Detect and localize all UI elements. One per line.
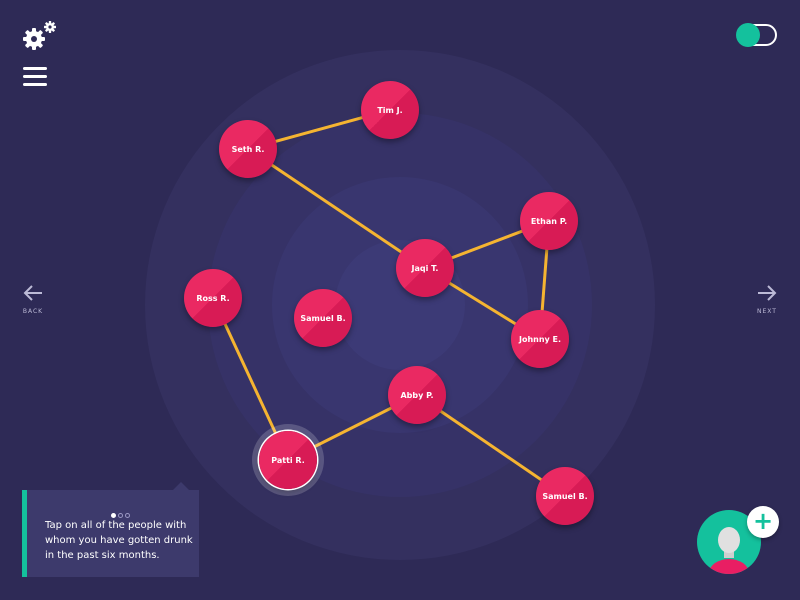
- person-name: Samuel B.: [542, 491, 588, 501]
- person-name: Samuel B.: [300, 313, 346, 323]
- page-dot[interactable]: [125, 513, 130, 518]
- gears-icon: [23, 21, 56, 50]
- person-node-patti[interactable]: Patti R.: [259, 431, 317, 489]
- person-node-jaqi[interactable]: Jaqi T.: [396, 239, 454, 297]
- add-person-button[interactable]: +: [747, 506, 779, 538]
- next-button[interactable]: NEXT: [754, 284, 780, 315]
- person-name: Jaqi T.: [411, 263, 439, 273]
- settings-button[interactable]: [22, 20, 58, 52]
- person-name: Abby P.: [400, 390, 434, 400]
- instruction-panel: Tap on all of the people with whom you h…: [22, 482, 199, 577]
- connection-line: [247, 147, 426, 270]
- pagination-dots: [111, 503, 132, 522]
- person-node-seth[interactable]: Seth R.: [219, 120, 277, 178]
- person-node-ethan[interactable]: Ethan P.: [520, 192, 578, 250]
- person-name: Ethan P.: [530, 216, 568, 226]
- person-node-samuel-2[interactable]: Samuel B.: [536, 467, 594, 525]
- page-dot[interactable]: [111, 513, 116, 518]
- plus-icon: +: [752, 507, 774, 535]
- mode-toggle[interactable]: [736, 23, 777, 47]
- person-node-abby[interactable]: Abby P.: [388, 366, 446, 424]
- person-icon: [709, 527, 749, 574]
- next-label: NEXT: [757, 308, 777, 315]
- person-node-johnny[interactable]: Johnny E.: [511, 310, 569, 368]
- arrow-right-icon: [758, 285, 777, 301]
- person-name: Tim J.: [377, 105, 403, 115]
- page-dot[interactable]: [118, 513, 123, 518]
- hamburger-icon: [23, 67, 47, 86]
- back-label: BACK: [22, 308, 44, 315]
- person-node-tim[interactable]: Tim J.: [361, 81, 419, 139]
- person-name: Patti R.: [271, 455, 305, 465]
- person-name: Seth R.: [231, 144, 265, 154]
- person-node-ross[interactable]: Ross R.: [184, 269, 242, 327]
- person-node-samuel-1[interactable]: Samuel B.: [294, 289, 352, 347]
- instruction-text: Tap on all of the people with whom you h…: [45, 520, 193, 561]
- arrow-left-icon: [23, 285, 42, 301]
- menu-button[interactable]: [23, 67, 47, 91]
- back-button[interactable]: BACK: [20, 284, 46, 315]
- person-name: Johnny E.: [518, 334, 562, 344]
- person-name: Ross R.: [196, 293, 230, 303]
- toggle-knob: [736, 23, 760, 47]
